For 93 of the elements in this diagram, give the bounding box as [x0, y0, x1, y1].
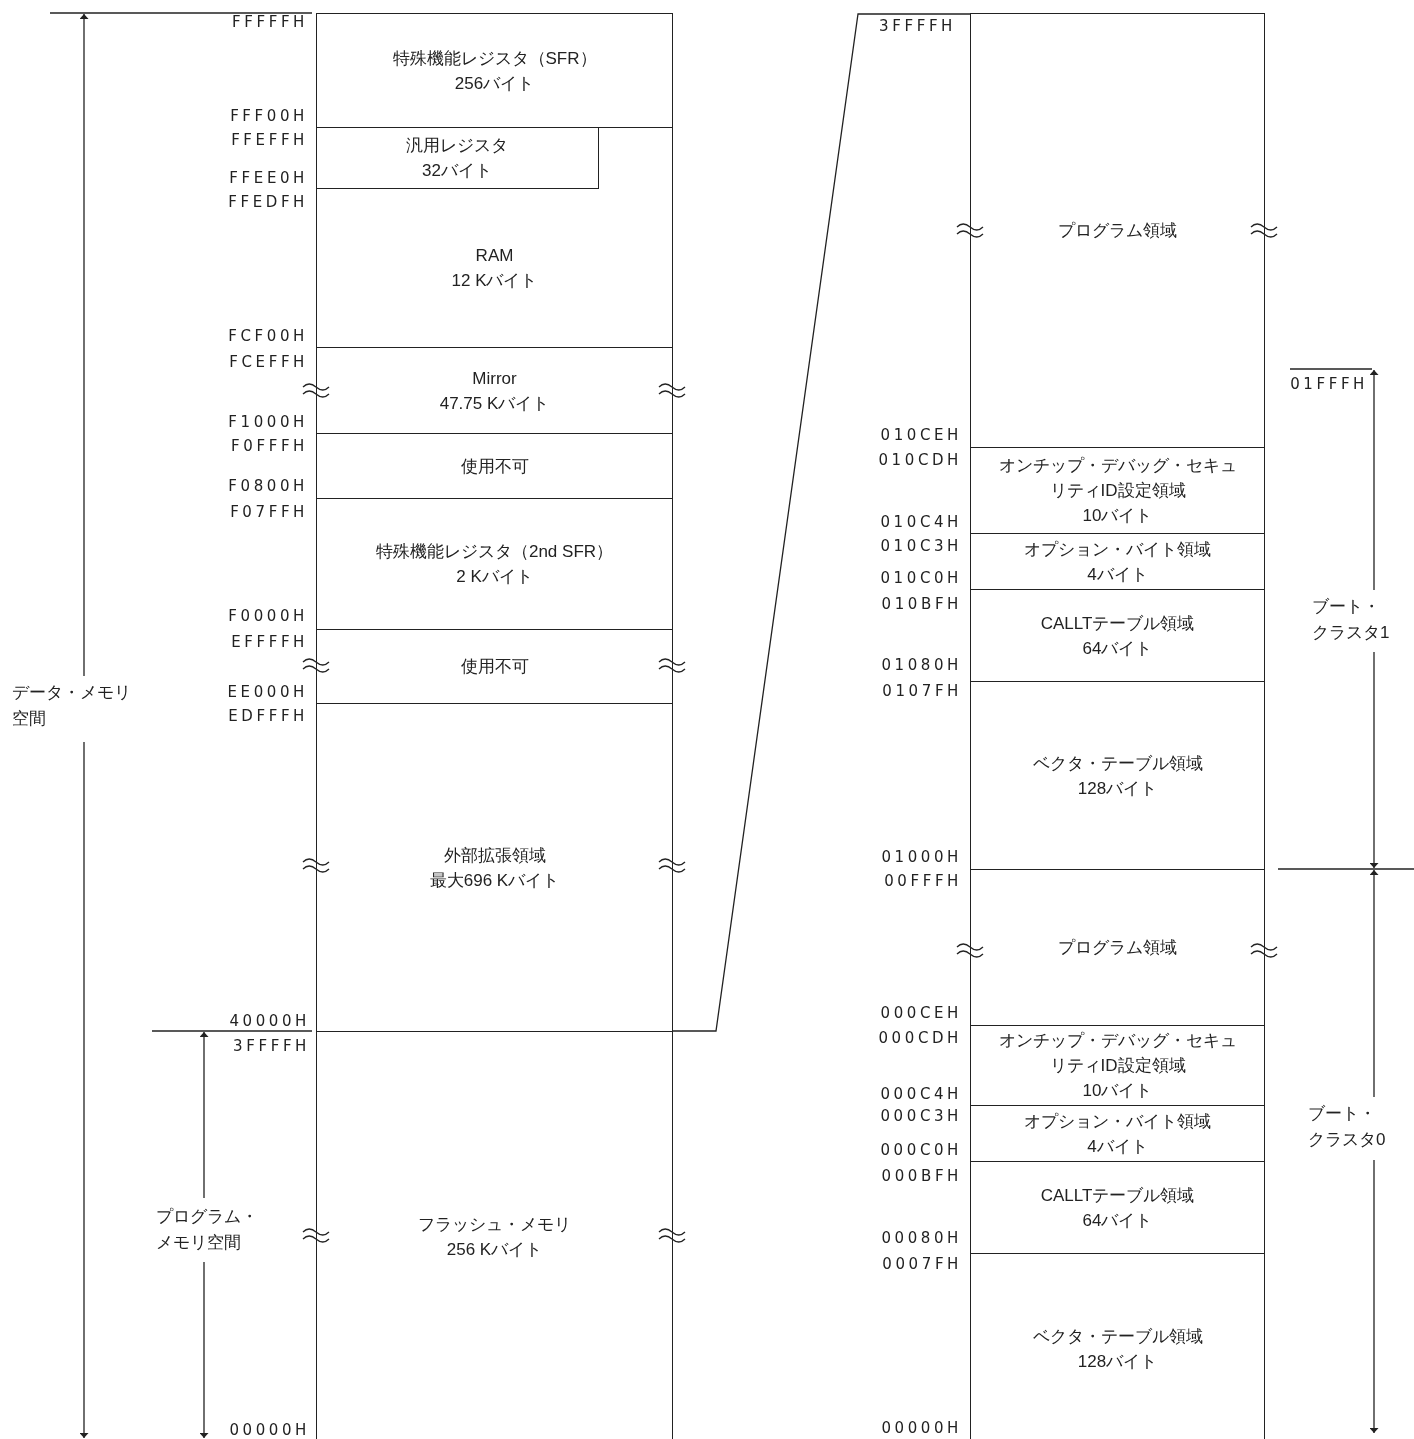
- address-label: EFFFFH: [231, 633, 308, 651]
- region-size: 128バイト: [1077, 777, 1158, 800]
- region-size: 128バイト: [1077, 1350, 1158, 1373]
- region-size: 32バイト: [422, 159, 492, 182]
- region-name: CALLTテーブル領域: [1040, 612, 1195, 635]
- region-size: 64バイト: [1082, 1209, 1153, 1232]
- address-label: 00000H: [881, 1419, 962, 1437]
- address-label: 000C4H: [880, 1085, 962, 1103]
- memory-region: [316, 13, 673, 128]
- memory-region: [316, 1031, 673, 1439]
- address-label: FFFFFH: [231, 13, 308, 31]
- address-label: 01080H: [881, 656, 962, 674]
- region-name: 特殊機能レジスタ（SFR）: [392, 47, 597, 70]
- memory-region: [316, 629, 673, 704]
- memory-region: [970, 681, 1265, 870]
- region-name: オプション・バイト領域: [1024, 1110, 1211, 1133]
- address-label: 000C0H: [880, 1141, 962, 1159]
- address-label: FFEFFH: [231, 131, 308, 149]
- address-label: 010C4H: [880, 513, 962, 531]
- address-label: 010C3H: [880, 537, 962, 555]
- region-size: 10バイト: [1082, 1080, 1153, 1102]
- address-label: 010CDH: [878, 451, 962, 469]
- address-label: F07FFH: [230, 503, 308, 521]
- address-label: 010CEH: [880, 426, 962, 444]
- region-size: 64バイト: [1082, 637, 1153, 660]
- address-label: EDFFFH: [228, 707, 308, 725]
- memory-region: [315, 126, 599, 189]
- memory-region: [970, 447, 1265, 534]
- address-label: FCF00H: [228, 327, 308, 345]
- memory-region: [970, 1025, 1265, 1106]
- address-label: 000C3H: [880, 1107, 962, 1125]
- address-label: F1000H: [228, 413, 308, 431]
- region-name: 使用不可: [460, 455, 529, 478]
- address-label: 0007FH: [882, 1255, 962, 1273]
- address-label: 0107FH: [882, 682, 962, 700]
- region-name: フラッシュ・メモリ: [418, 1213, 571, 1236]
- address-label: EE000H: [227, 683, 308, 701]
- address-label: 000BFH: [881, 1167, 962, 1185]
- region-size: 最大696 Kバイト: [429, 869, 560, 892]
- memory-region: [970, 1161, 1265, 1254]
- address-label: 010BFH: [881, 595, 962, 613]
- address-label: 00FFFH: [884, 872, 962, 890]
- address-label: 00000H: [229, 1421, 310, 1439]
- address-label: F0000H: [228, 607, 308, 625]
- region-name: プログラム領域: [1058, 220, 1177, 242]
- region-size: 10バイト: [1082, 505, 1153, 527]
- memory-region: [970, 13, 1265, 448]
- region-size: 12 Kバイト: [451, 269, 538, 292]
- region-name: プログラム領域: [1058, 937, 1177, 959]
- address-label: 01FFFH: [1290, 375, 1368, 393]
- region-name: 汎用レジスタ: [406, 134, 508, 157]
- region-size: 47.75 Kバイト: [439, 392, 550, 415]
- address-label: 000CDH: [878, 1029, 962, 1047]
- address-label: FFEE0H: [229, 169, 308, 187]
- memory-region: [316, 433, 673, 499]
- address-label: F0FFFH: [231, 437, 308, 455]
- region-name: オンチップ・デバッグ・セキュリティID設定領域: [997, 1030, 1238, 1077]
- region-size: 4バイト: [1087, 563, 1148, 586]
- memory-region: [970, 1253, 1265, 1439]
- address-label: 000CEH: [880, 1004, 962, 1022]
- address-label: FFF00H: [230, 107, 308, 125]
- address-label: 40000H: [229, 1012, 310, 1030]
- region-name: オンチップ・デバッグ・セキュリティID設定領域: [997, 455, 1238, 502]
- region-size: 256バイト: [454, 72, 535, 95]
- memory-region: [970, 1105, 1265, 1162]
- address-label: FCEFFH: [229, 353, 308, 371]
- memory-region: [316, 703, 673, 1032]
- address-label: F0800H: [228, 477, 308, 495]
- region-name: CALLTテーブル領域: [1040, 1184, 1195, 1207]
- address-label: 01000H: [881, 848, 962, 866]
- region-name: 外部拡張領域: [443, 844, 546, 867]
- address-label: FFEDFH: [228, 193, 308, 211]
- region-name: 使用不可: [460, 656, 529, 678]
- region-name: ベクタ・テーブル領域: [1032, 1325, 1203, 1348]
- address-label: 3FFFFH: [879, 17, 956, 35]
- region-name: Mirror: [472, 367, 517, 390]
- address-label: 3FFFFH: [233, 1037, 310, 1055]
- memory-region: [970, 533, 1265, 590]
- address-label: 00080H: [881, 1229, 962, 1247]
- address-label: 010C0H: [880, 569, 962, 587]
- expansion-line: [672, 13, 971, 1032]
- memory-region: [316, 498, 673, 630]
- region-size: 256 Kバイト: [446, 1238, 543, 1261]
- region-size: 2 Kバイト: [456, 566, 533, 588]
- region-name: 特殊機能レジスタ（2nd SFR）: [375, 541, 614, 563]
- region-name: ベクタ・テーブル領域: [1032, 752, 1203, 775]
- memory-region: [316, 127, 673, 348]
- region-size: 4バイト: [1087, 1135, 1148, 1158]
- memory-region: [970, 589, 1265, 682]
- region-name: RAM: [475, 244, 514, 267]
- region-name: オプション・バイト領域: [1024, 538, 1211, 561]
- memory-region: [316, 347, 673, 434]
- memory-region: [970, 869, 1265, 1026]
